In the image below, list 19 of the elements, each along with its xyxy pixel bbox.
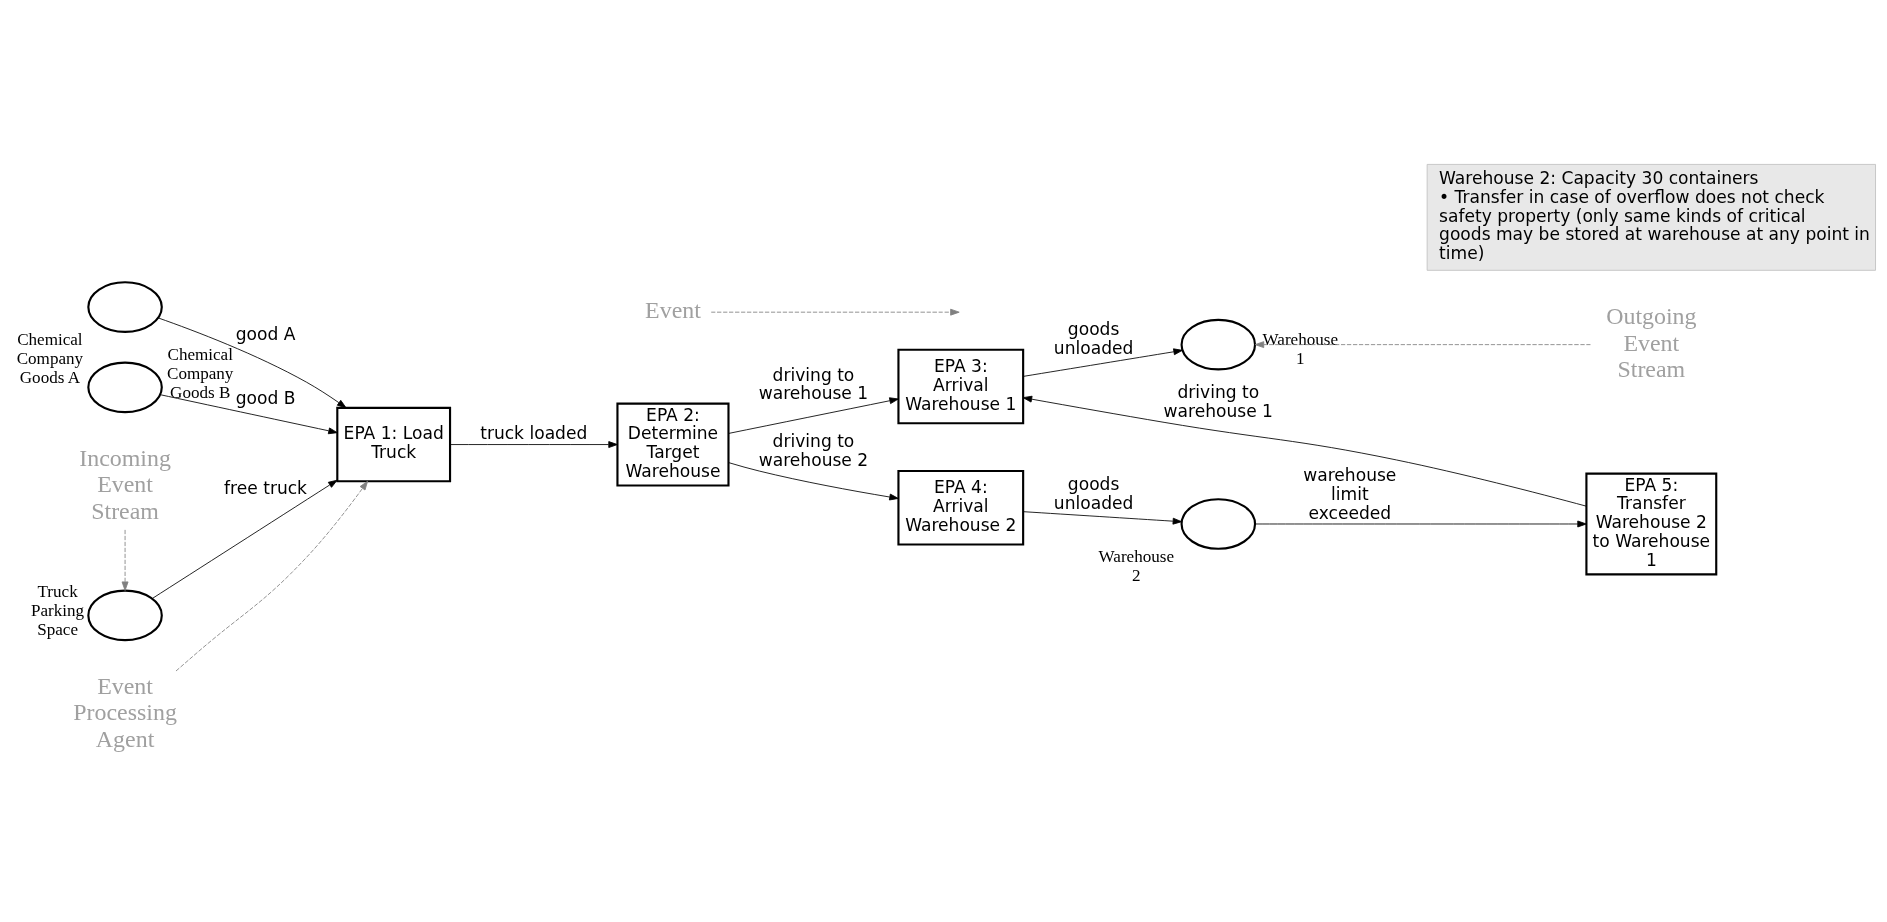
edge-label: truck loaded [480, 423, 588, 444]
node-label: Chemical Company Goods A [16, 330, 84, 388]
edge-label: warehouse limit exceeded [1303, 465, 1397, 523]
node-label: Chemical Company Goods B [167, 345, 234, 403]
edge-label: free truck [224, 478, 308, 499]
edge-label: driving to warehouse 1 [1163, 382, 1273, 422]
node-text: Event Processing Agent [73, 672, 177, 752]
edge-label: goods unloaded [1053, 319, 1134, 359]
edge-label: good A [235, 324, 296, 345]
node-text: Outgoing Event Stream [1606, 303, 1697, 382]
node-label: Truck Parking Space [31, 582, 85, 640]
edge-label: goods unloaded [1053, 473, 1134, 513]
edge-label: good B [235, 387, 296, 408]
node-text: Incoming Event Stream [79, 444, 171, 524]
node-text: Event [645, 297, 701, 324]
node-label: Warehouse 1 [1262, 330, 1339, 369]
node-label: Warehouse 2 [1098, 547, 1175, 586]
edge-label: driving to warehouse 2 [758, 431, 869, 470]
edge-label: driving to warehouse 1 [758, 364, 869, 404]
